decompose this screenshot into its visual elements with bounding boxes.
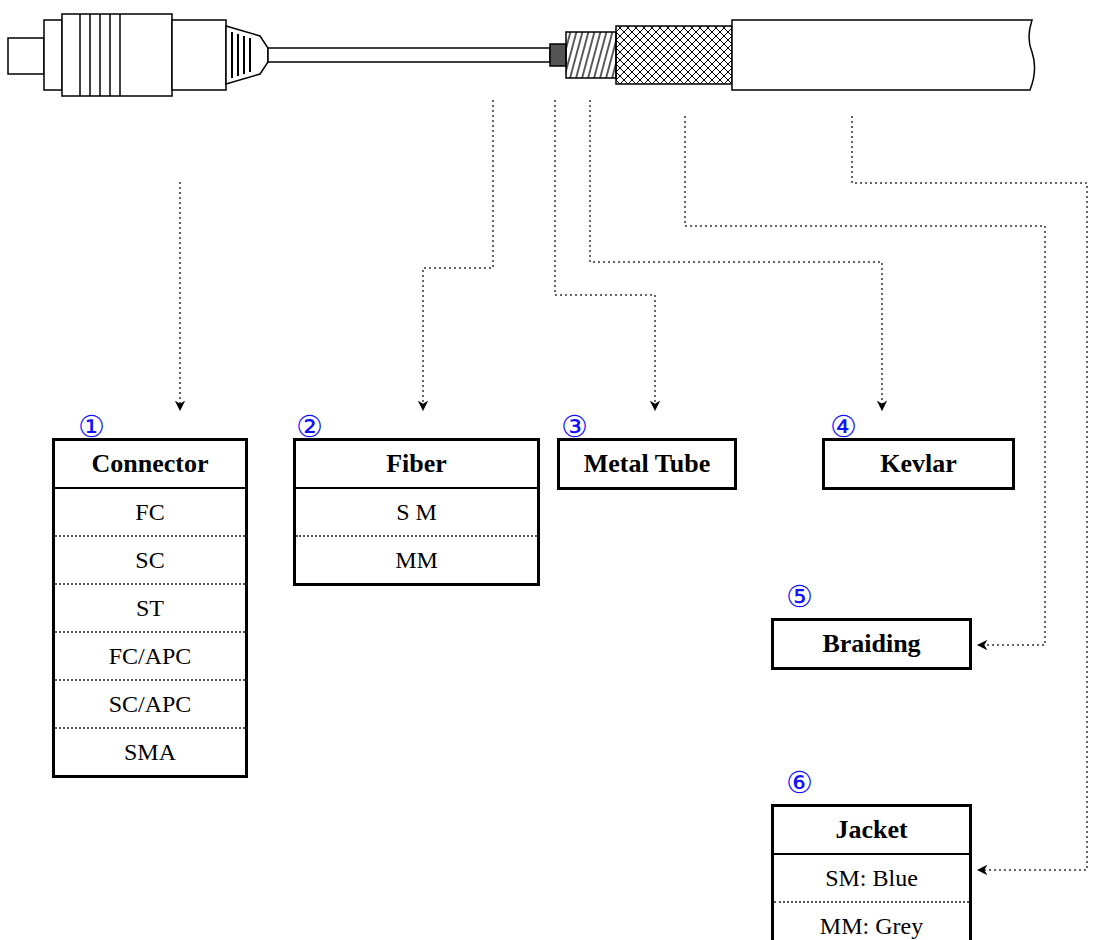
table-cell: S M — [296, 487, 537, 535]
jacket-table: JacketSM: BlueMM: Grey — [771, 804, 972, 940]
callout-number: ④ — [830, 412, 857, 442]
metal-tube-box: Metal Tube — [557, 438, 737, 490]
table-cell: FC — [55, 487, 245, 535]
table-cell: FC/APC — [55, 631, 245, 679]
table-heading: Metal Tube — [560, 441, 734, 487]
table-heading: Fiber — [296, 441, 537, 487]
table-cell: ST — [55, 583, 245, 631]
callout-number: ② — [296, 412, 323, 442]
table-cell: MM: Grey — [774, 901, 969, 940]
connector-table: ConnectorFCSCSTFC/APCSC/APCSMA — [52, 438, 248, 778]
fiber-table: FiberS MMM — [293, 438, 540, 586]
table-heading: Jacket — [774, 807, 969, 853]
table-heading: Connector — [55, 441, 245, 487]
leader-lines — [180, 100, 1087, 870]
fiber-drawing — [268, 20, 1035, 90]
table-cell: SM: Blue — [774, 853, 969, 901]
callout-number: ⑥ — [786, 768, 813, 798]
callout-number: ③ — [561, 412, 588, 442]
connector-drawing — [8, 14, 268, 96]
table-heading: Braiding — [774, 621, 969, 667]
table-cell: SC/APC — [55, 679, 245, 727]
table-cell: SMA — [55, 727, 245, 775]
table-cell: MM — [296, 535, 537, 583]
table-heading: Kevlar — [825, 441, 1012, 487]
kevlar-box: Kevlar — [822, 438, 1015, 490]
callout-number: ⑤ — [786, 582, 813, 612]
callout-number: ① — [78, 412, 105, 442]
table-cell: SC — [55, 535, 245, 583]
braiding-box: Braiding — [771, 618, 972, 670]
